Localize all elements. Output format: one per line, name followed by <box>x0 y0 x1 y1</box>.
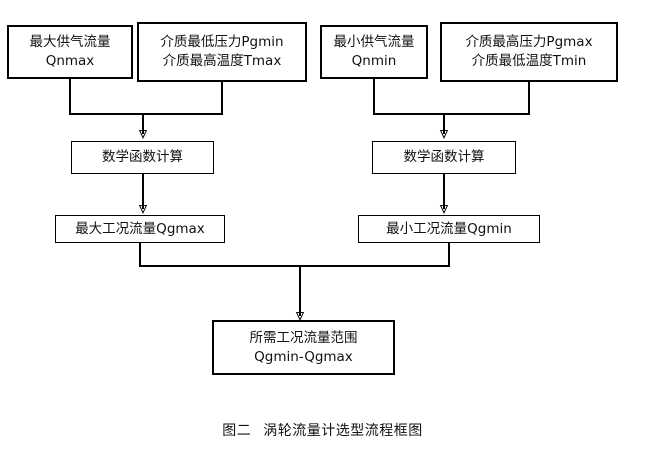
figure-caption: 图二涡轮流量计选型流程框图 <box>0 420 645 440</box>
node-medium-max-pressure-min-temp[interactable]: 介质最高压力Pgmax 介质最低温度Tmin <box>440 22 618 82</box>
node-math-calc-left[interactable]: 数学函数计算 <box>71 141 214 174</box>
node-max-supply-flow-line2: Qnmax <box>45 53 95 69</box>
node-required-flow-range[interactable]: 所需工况流量范围 Qgmin-Qgmax <box>212 320 395 375</box>
connector-merge-right-top <box>373 79 530 134</box>
connector-merge-left-top <box>69 79 223 134</box>
node-max-working-flow-label: 最大工况流量Qgmax <box>75 220 205 237</box>
connector-merge-bottom <box>139 243 450 316</box>
node-min-working-flow-label: 最小工况流量Qgmin <box>386 220 512 237</box>
node-max-supply-flow[interactable]: 最大供气流量 Qnmax <box>7 25 133 79</box>
node-math-calc-right[interactable]: 数学函数计算 <box>372 141 516 174</box>
node-min-working-flow[interactable]: 最小工况流量Qgmin <box>358 215 540 243</box>
node-min-supply-flow-line1: 最小供气流量 <box>333 34 415 51</box>
node-min-supply-flow[interactable]: 最小供气流量 Qnmin <box>320 25 428 79</box>
node-math-calc-left-label: 数学函数计算 <box>102 149 183 166</box>
node-medium-min-pressure-max-temp-line2: 介质最高温度Tmax <box>162 53 282 69</box>
node-math-calc-right-label: 数学函数计算 <box>403 149 485 166</box>
node-max-working-flow[interactable]: 最大工况流量Qgmax <box>55 215 225 243</box>
node-required-flow-range-line2: Qgmin-Qgmax <box>254 348 353 365</box>
node-medium-max-pressure-min-temp-line2: 介质最低温度Tmin <box>471 53 587 69</box>
node-medium-min-pressure-max-temp-line1: 介质最低压力Pgmin <box>160 34 284 51</box>
node-min-supply-flow-line2: Qnmin <box>351 53 397 69</box>
node-required-flow-range-line1: 所需工况流量范围 <box>249 329 358 346</box>
node-max-supply-flow-line1: 最大供气流量 <box>29 34 111 51</box>
figure-caption-text: 涡轮流量计选型流程框图 <box>263 423 423 439</box>
node-medium-min-pressure-max-temp[interactable]: 介质最低压力Pgmin 介质最高温度Tmax <box>137 22 307 82</box>
figure-caption-number: 图二 <box>222 423 252 439</box>
node-medium-max-pressure-min-temp-line1: 介质最高压力Pgmax <box>465 34 593 51</box>
